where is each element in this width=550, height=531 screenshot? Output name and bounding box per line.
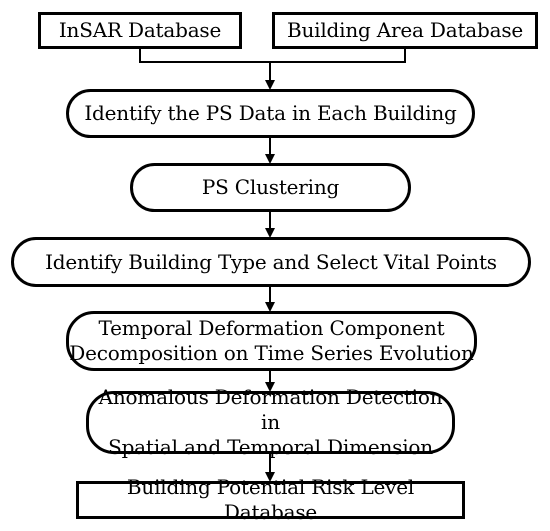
ps-clustering-label: PS Clustering	[201, 175, 340, 199]
identify-building-type-label: Identify Building Type and Select Vital …	[45, 249, 497, 274]
temporal-decomposition-label-line2: Decomposition on Time Series Evolution	[69, 341, 474, 365]
ps-clustering-step: PS Clustering	[130, 163, 411, 212]
temporal-decomposition-label-line1: Temporal Deformation Component	[98, 316, 445, 340]
anomalous-detection-label-line2: Spatial and Temporal Dimension	[108, 435, 433, 459]
risk-level-database-box: Building Potential Risk Level Database	[76, 475, 465, 524]
identify-building-type-step: Identify Building Type and Select Vital …	[11, 237, 531, 287]
temporal-decomposition-step: Temporal Deformation Component Decomposi…	[66, 311, 477, 371]
identify-ps-label: Identify the PS Data in Each Building	[84, 101, 457, 125]
building-area-database-label: Building Area Database	[286, 18, 524, 42]
insar-database-label: InSAR Database	[58, 18, 222, 42]
identify-ps-step: Identify the PS Data in Each Building	[66, 89, 475, 138]
building-area-database-box: Building Area Database	[272, 12, 538, 49]
risk-level-database-label: Building Potential Risk Level Database	[126, 475, 415, 524]
insar-database-box: InSAR Database	[38, 12, 242, 49]
anomalous-detection-step: Anomalous Deformation Detection in Spati…	[86, 385, 455, 459]
anomalous-detection-label-line1: Anomalous Deformation Detection in	[98, 385, 443, 434]
